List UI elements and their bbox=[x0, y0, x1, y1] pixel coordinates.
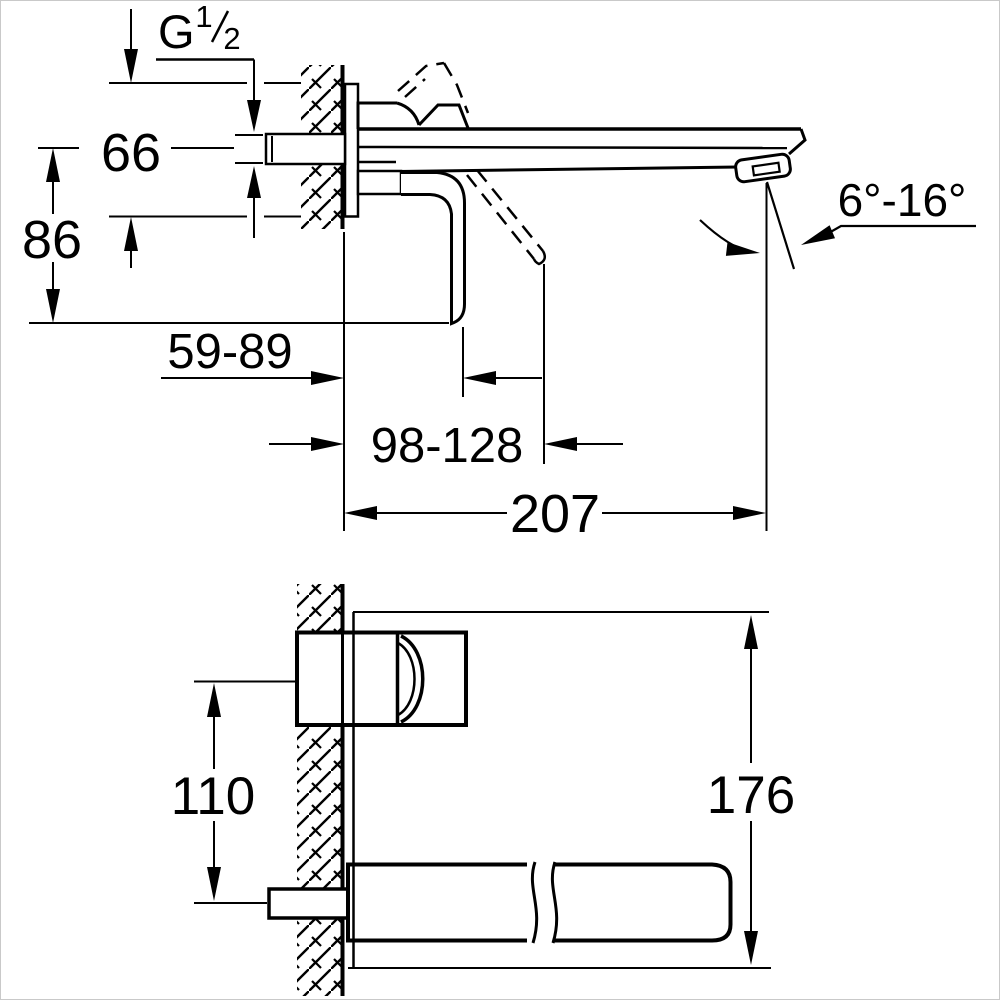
dim-110-label: 110 bbox=[171, 767, 256, 826]
lever-raised-dashed-2 bbox=[442, 62, 470, 114]
aerator bbox=[734, 152, 792, 184]
spout-tip-face bbox=[788, 128, 807, 156]
supply-pipe-front bbox=[267, 887, 350, 920]
dim-center-to-lever-bottom: 86 bbox=[22, 148, 82, 323]
dim-86-label: 86 bbox=[22, 210, 82, 270]
dim-wall-to-lever: 59-89 bbox=[161, 325, 542, 385]
cartridge-housing bbox=[356, 169, 403, 196]
lever-front-outer-arc bbox=[400, 634, 425, 724]
lever-front-inner-arc bbox=[397, 641, 416, 717]
dim-angle-label: 6°-16° bbox=[838, 174, 967, 226]
supply-pipe-side bbox=[264, 132, 347, 166]
side-view: G 1 2 66 86 bbox=[22, 1, 976, 544]
dim-176-label: 176 bbox=[707, 766, 795, 825]
lever-raised-dashed-3 bbox=[404, 78, 426, 98]
lever-open-dashed-2 bbox=[466, 174, 535, 260]
lever-raised-dashed-1 bbox=[397, 61, 445, 92]
dim-overall-height: 176 bbox=[707, 615, 795, 965]
dim-escutcheon-height: 66 bbox=[101, 9, 161, 268]
lever-blade bbox=[401, 171, 466, 326]
angle-leader bbox=[826, 224, 976, 235]
lever-open-dashed-1 bbox=[476, 169, 544, 252]
extension-lines-side bbox=[29, 82, 768, 531]
escutcheon-plate-side bbox=[343, 82, 360, 218]
dim-aerator-angle: 6°-16° bbox=[699, 174, 976, 270]
angle-slant-line bbox=[765, 181, 796, 270]
body-pivot-arc bbox=[396, 101, 421, 126]
angle-arc bbox=[699, 219, 752, 254]
thread-numerator: 1 bbox=[195, 1, 212, 34]
front-view: 110 176 bbox=[171, 584, 795, 996]
dim-handle-to-supply: 110 bbox=[171, 683, 256, 901]
spout-break-gap bbox=[527, 860, 553, 945]
body-top-left bbox=[356, 101, 397, 129]
fraction-slash bbox=[210, 10, 230, 43]
thread-denominator: 2 bbox=[223, 21, 240, 56]
lever-open-tip bbox=[532, 250, 547, 266]
thread-letter: G bbox=[158, 5, 195, 58]
extension-lines-front bbox=[194, 611, 771, 969]
dim-207-label: 207 bbox=[510, 484, 600, 544]
body-top-right bbox=[417, 103, 470, 129]
handle-escutcheon bbox=[295, 630, 468, 727]
spout-inner-edge bbox=[357, 145, 788, 150]
dim-66-label: 66 bbox=[101, 123, 161, 183]
dim-spout-projection: 207 bbox=[344, 484, 766, 544]
dim-59-89-label: 59-89 bbox=[167, 325, 292, 379]
dim-98-128-label: 98-128 bbox=[371, 419, 524, 473]
dim-thread: G 1 2 bbox=[156, 1, 261, 238]
spout-break-right bbox=[550, 861, 559, 944]
dim-lever-projection: 98-128 bbox=[269, 419, 623, 473]
spout-break-left bbox=[530, 861, 539, 944]
